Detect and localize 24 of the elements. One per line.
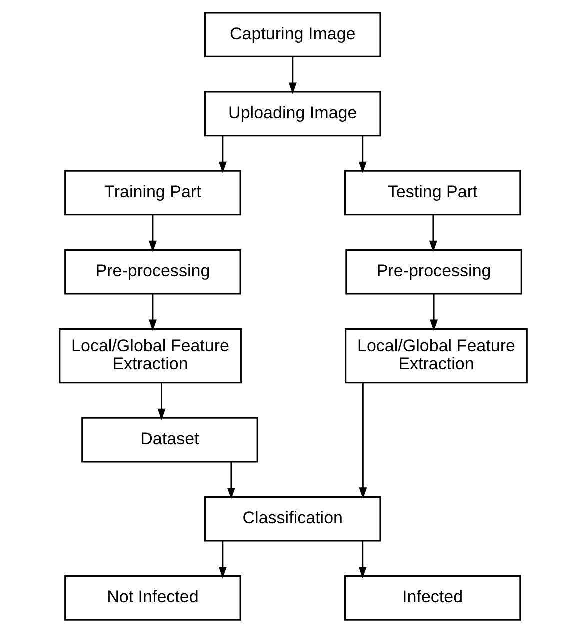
node-box: Testing Part — [344, 170, 522, 216]
node-box: Classification — [204, 496, 382, 542]
node-box: Capturing Image — [204, 12, 382, 58]
arrow — [359, 382, 368, 500]
node-box: Pre-processing — [346, 249, 522, 295]
arrow — [148, 215, 157, 252]
arrow — [227, 462, 236, 500]
arrow — [158, 383, 166, 420]
arrow — [148, 294, 157, 332]
node-box: Uploading Image — [204, 91, 382, 137]
node-box: Dataset — [82, 417, 258, 463]
node-box: Infected — [344, 576, 522, 621]
node-box: Local/Global Feature Extraction — [59, 328, 242, 384]
arrow — [218, 136, 227, 174]
node-box: Local/Global Feature Extraction — [345, 328, 528, 384]
node-box: Not Infected — [64, 576, 242, 621]
arrow — [429, 215, 438, 252]
arrow — [218, 541, 227, 578]
node-box: Training Part — [64, 170, 242, 216]
node-box: Pre-processing — [64, 249, 242, 295]
arrow — [358, 541, 367, 578]
arrow — [358, 136, 367, 174]
arrow — [430, 294, 438, 332]
arrow — [288, 56, 297, 94]
